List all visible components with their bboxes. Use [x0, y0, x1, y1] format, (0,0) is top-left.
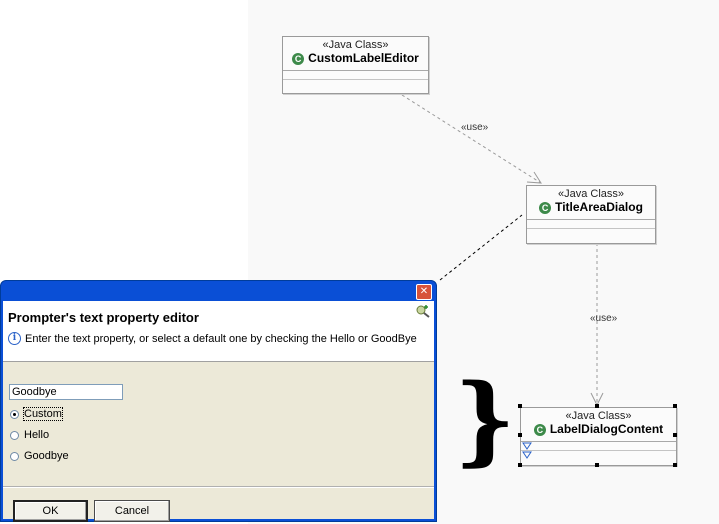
dialog-message: Enter the text property, or select a def…	[25, 332, 417, 345]
dialog-title: Prompter's text property editor	[8, 310, 199, 325]
stereotype-label: «Java Class»	[565, 410, 632, 422]
selection-handle[interactable]	[673, 404, 677, 408]
use-connector-1	[401, 94, 542, 184]
field-triangle-icon	[522, 442, 532, 450]
class-name: LabelDialogContent	[549, 422, 664, 436]
selection-handle[interactable]	[518, 404, 522, 408]
close-button[interactable]: ✕	[416, 284, 432, 300]
diagram-canvas-left	[0, 0, 248, 282]
operations-compartment	[283, 80, 428, 88]
selection-handle[interactable]	[673, 433, 677, 437]
attributes-compartment	[521, 442, 676, 451]
selection-handle[interactable]	[673, 463, 677, 467]
class-c-icon: C	[539, 201, 552, 214]
dialog-body: Prompter's text property editor i Enter …	[3, 301, 434, 522]
class-c-icon: C	[292, 52, 305, 65]
stereotype-label: «Java Class»	[557, 188, 625, 200]
radio-label: Hello	[24, 429, 50, 441]
method-triangle-icon	[522, 451, 532, 459]
ok-button[interactable]: OK	[13, 500, 88, 522]
attributes-compartment	[527, 220, 655, 229]
radio-button[interactable]	[10, 430, 19, 440]
operations-compartment	[527, 229, 655, 237]
radio-label: Goodbye	[24, 450, 69, 462]
radio-label: Custom	[23, 407, 63, 421]
button-separator	[3, 486, 434, 488]
arrowhead-1	[526, 171, 542, 184]
selection-handle[interactable]	[518, 463, 522, 467]
selection-handle[interactable]	[595, 463, 599, 467]
class-c-icon: C	[533, 423, 546, 436]
radio-hello[interactable]: Hello	[10, 429, 49, 441]
text-property-input[interactable]: Goodbye	[9, 384, 123, 400]
title-area: Prompter's text property editor i Enter …	[3, 301, 434, 362]
prompter-dialog: ✕ Prompter's text property editor i Ente…	[0, 280, 437, 522]
info-icon: i	[8, 332, 21, 345]
use-label-2: «use»	[590, 313, 618, 324]
radio-custom[interactable]: Custom	[10, 407, 63, 421]
radio-goodbye[interactable]: Goodbye	[10, 450, 69, 462]
radio-button[interactable]	[10, 451, 19, 461]
stereotype-label: «Java Class»	[322, 39, 389, 51]
operations-compartment	[521, 451, 676, 459]
wand-icon	[416, 305, 430, 318]
class-name: CustomLabelEditor	[308, 51, 419, 65]
cancel-button[interactable]: Cancel	[94, 500, 170, 522]
curly-brace: }	[454, 363, 516, 476]
dialog-titlebar[interactable]: ✕	[1, 281, 436, 301]
selection-handle[interactable]	[518, 433, 522, 437]
attributes-compartment	[283, 71, 428, 80]
dialog-pointer-line	[439, 214, 523, 281]
class-name: TitleAreaDialog	[555, 200, 643, 214]
selection-handle[interactable]	[595, 404, 599, 408]
radio-button[interactable]	[10, 409, 19, 419]
use-label-1: «use»	[461, 122, 489, 133]
